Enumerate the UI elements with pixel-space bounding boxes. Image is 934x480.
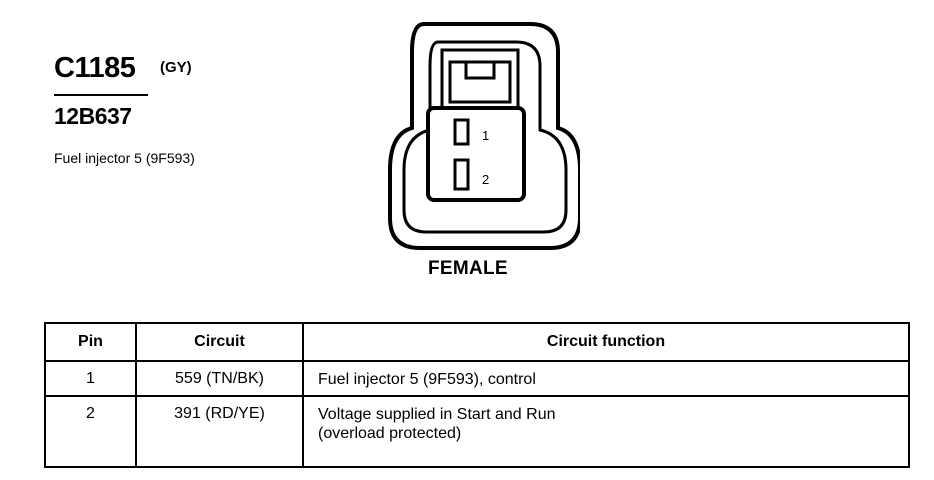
connector-color: (GY): [160, 59, 192, 76]
pin-1-slot: [453, 118, 470, 146]
connector-face-diagram: 1 2: [388, 22, 580, 250]
connector-outer-shell: [388, 22, 580, 250]
connector-description: Fuel injector 5 (9F593): [54, 150, 195, 166]
pin-1-label: 1: [482, 128, 489, 143]
latch-inner: [448, 60, 512, 104]
column-header-function: Circuit function: [302, 322, 910, 362]
function-cell: Fuel injector 5 (9F593), control: [302, 360, 910, 397]
function-line: Fuel injector 5 (9F593), control: [318, 371, 536, 388]
column-header-circuit: Circuit: [135, 322, 304, 362]
table-header-row: Pin Circuit Circuit function: [44, 322, 910, 362]
connector-gender-label: FEMALE: [428, 258, 508, 279]
circuit-cell: 391 (RD/YE): [135, 395, 304, 468]
table-row: 2 391 (RD/YE) Voltage supplied in Start …: [44, 395, 910, 468]
terminal-housing: [426, 106, 526, 202]
circuit-cell: 559 (TN/BK): [135, 360, 304, 397]
function-cell: Voltage supplied in Start and Run (overl…: [302, 395, 910, 468]
function-line: Voltage supplied in Start and Run: [318, 406, 556, 423]
table-row: 1 559 (TN/BK) Fuel injector 5 (9F593), c…: [44, 360, 910, 397]
header-divider: [54, 94, 148, 96]
column-header-pin: Pin: [44, 322, 137, 362]
part-number: 12B637: [54, 103, 132, 129]
latch-tab: [464, 62, 496, 80]
pin-2-slot: [453, 158, 470, 191]
connector-code: C1185: [54, 52, 136, 84]
pin-cell: 1: [44, 360, 137, 397]
pin-2-label: 2: [482, 172, 489, 187]
pin-cell: 2: [44, 395, 137, 468]
pinout-table: Pin Circuit Circuit function 1 559 (TN/B…: [44, 322, 910, 468]
function-line: (overload protected): [318, 425, 462, 442]
